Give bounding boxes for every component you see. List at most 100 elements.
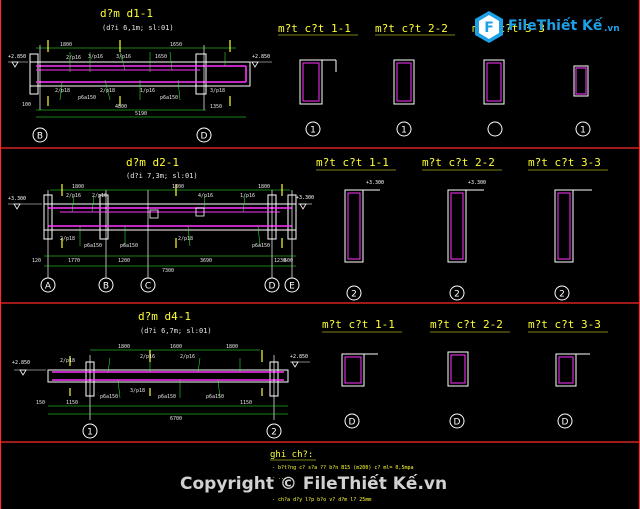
panel1-dim-label-6: 4800 bbox=[115, 104, 127, 110]
panel1-section-1-id: 1 bbox=[310, 126, 316, 136]
panel1-axis-b[interactable]: B bbox=[32, 127, 48, 143]
panel3-dim-label-6: 1150 bbox=[240, 400, 252, 406]
panel2-elevation-label-left: +3.300 bbox=[8, 196, 26, 202]
panel1-section-3-id: 1 bbox=[580, 126, 586, 136]
panel1-rebar-label-5: p6a150 bbox=[78, 95, 96, 101]
panel2-section-2-2[interactable]: m?t c?t 2-2 +3.300 2 bbox=[422, 156, 502, 301]
panel2-rebar-label-3: 4/p16 bbox=[198, 193, 213, 199]
panel2-elevation-label-right: +3.300 bbox=[296, 195, 314, 201]
panel1-rebar-label-7: 3/p18 bbox=[210, 88, 225, 94]
panel3-axis-1[interactable]: 1 bbox=[82, 423, 98, 439]
panel1-title: d?m d1-1 bbox=[100, 7, 153, 20]
panel1-dim-label-8: 100 bbox=[22, 102, 31, 108]
panel1-axis-d[interactable]: D bbox=[196, 127, 212, 143]
panel3-title: d?m d4-1 bbox=[138, 310, 191, 323]
panel2-rebar-label-8: p6a150 bbox=[120, 243, 138, 249]
panel1-section-2-id: 1 bbox=[401, 126, 407, 136]
panel3-axis-2[interactable]: 2 bbox=[266, 423, 282, 439]
panel1-section-2-2[interactable]: m?t c?t 2-2 1 bbox=[375, 22, 455, 137]
panel3-dim-label-5: 1150 bbox=[66, 400, 78, 406]
panel1-rebar-label-4: 1/p16 bbox=[140, 88, 155, 94]
panel2-section-1-id: 2 bbox=[351, 290, 357, 300]
panel3-rebar-label-2: 2/p16 bbox=[140, 354, 155, 360]
panel2-axis-e[interactable]: E bbox=[284, 277, 300, 293]
panel2-title: d?m d2-1 bbox=[126, 156, 179, 169]
panel1-dim-label-2: 1650 bbox=[170, 42, 182, 48]
panel1-dim-label-7: 5190 bbox=[135, 111, 147, 117]
panel3-section-2-2[interactable]: m?t c?t 2-2 D bbox=[430, 318, 510, 429]
panel2-dim-label-2: 1800 bbox=[172, 184, 184, 190]
panel2-axis-e-label: E bbox=[289, 282, 295, 292]
copyright-watermark: Copyright © FileThiết Kế.vn bbox=[180, 474, 480, 496]
panel3-rebar-label-5: p6a150 bbox=[100, 394, 118, 400]
panel3-dim-label-7: 150 bbox=[36, 400, 45, 406]
panel2-section-1-1[interactable]: m?t c?t 1-1 +3.300 2 bbox=[316, 156, 396, 301]
panel3-beam-outline bbox=[47, 369, 289, 383]
panel1-dim-label-5: 1650 bbox=[155, 54, 167, 60]
panel3-section-3-id: D bbox=[562, 418, 569, 428]
panel-2: d?m d2-1 (d?i 7,3m; sl:01) bbox=[8, 156, 608, 301]
panel3-section-3-3[interactable]: m?t c?t 3-3 D bbox=[528, 318, 608, 429]
svg-text:F: F bbox=[484, 20, 494, 36]
panel2-rebar-label-4: 2/p18 bbox=[60, 236, 75, 242]
panel2-axis-b-label: B bbox=[103, 282, 109, 292]
panel3-section-1-1[interactable]: m?t c?t 1-1 D bbox=[322, 318, 402, 429]
watermark-domain: .vn bbox=[604, 24, 620, 34]
panel2-dim-label-7: 1230 bbox=[274, 258, 286, 264]
panel-3: d?m d4-1 (d?i 6,7m; sl:01) bbox=[12, 310, 608, 439]
panel3-section-2-title: m?t c?t 2-2 bbox=[430, 318, 503, 331]
panel3-subtitle: (d?i 6,7m; sl:01) bbox=[140, 327, 212, 335]
copyright-text: Copyright © FileThiết Kế.vn bbox=[180, 474, 448, 494]
panel1-beam: 1800 1650 3/p16 3/p16 1650 4800 5190 100… bbox=[8, 40, 272, 118]
panel1-leaders bbox=[59, 51, 226, 101]
panel3-dim-label-2: 1600 bbox=[170, 344, 182, 350]
panel2-dim-label-9: 600 bbox=[284, 258, 293, 264]
panel2-dim-label-6: 3690 bbox=[200, 258, 212, 264]
panel1-dim-label-3: 3/p16 bbox=[88, 54, 103, 60]
panel2-dim-label-4: 1770 bbox=[68, 258, 80, 264]
panel3-section-1-id: D bbox=[349, 418, 356, 428]
panel3-beam: 1800 1600 1800 6700 1150 1150 150 2/p18 … bbox=[12, 344, 310, 422]
panel3-elevation-label-right: +2.850 bbox=[290, 354, 308, 360]
panel2-dim-label-5: 1200 bbox=[118, 258, 130, 264]
panel2-axis-d-label: D bbox=[269, 282, 276, 292]
panel2-elevation-left: +3.300 bbox=[8, 196, 42, 210]
panel2-section-2-title: m?t c?t 2-2 bbox=[422, 156, 495, 169]
panel1-elevation-left: +2.850 bbox=[8, 54, 28, 68]
panel1-subtitle: (d?i 6,1m; sl:01) bbox=[102, 24, 174, 32]
panel3-dim-label-4: 6700 bbox=[170, 416, 182, 422]
panel2-rebar-label-2: 2/p16 bbox=[92, 193, 107, 199]
panel2-section-3-3[interactable]: m?t c?t 3-3 2 bbox=[528, 156, 608, 301]
panel2-axis-b[interactable]: B bbox=[98, 277, 114, 293]
panel3-leaders bbox=[107, 357, 241, 399]
panel2-dim-label-3: 1800 bbox=[258, 184, 270, 190]
panel3-dim-label-3: 1800 bbox=[226, 344, 238, 350]
panel1-dim-label-4: 3/p16 bbox=[116, 54, 131, 60]
panel1-axis-b-label: B bbox=[37, 132, 43, 142]
panel2-axis-c-label: C bbox=[145, 282, 151, 292]
panel2-column-b bbox=[99, 194, 109, 240]
panel1-column-right bbox=[195, 53, 207, 95]
panel2-axis-c[interactable]: C bbox=[140, 277, 156, 293]
panel3-dim-label-1: 1800 bbox=[118, 344, 130, 350]
panel2-rebar-label-7: p6a150 bbox=[84, 243, 102, 249]
panel2-dim-label-1: 1800 bbox=[72, 184, 84, 190]
panel3-rebar-label-1: 2/p18 bbox=[60, 358, 75, 364]
notes-heading: ghi ch?: bbox=[270, 450, 313, 460]
panel2-rebar-label-6: 2/p18 bbox=[178, 236, 193, 242]
panel3-axis-2-label: 2 bbox=[271, 428, 277, 438]
watermark-logo: F FileThiết Kế .vn bbox=[472, 10, 636, 44]
panel3-section-marks bbox=[69, 350, 263, 396]
panel1-rebar-label-1: 2/p18 bbox=[55, 88, 70, 94]
panel1-section-1-1[interactable]: m?t c?t 1-1 1 bbox=[278, 22, 358, 137]
panel3-rebar-label-6: p6a150 bbox=[158, 394, 176, 400]
panel2-beam: 1800 1800 1800 1770 1200 3690 1230 7300 … bbox=[8, 184, 314, 278]
panel2-axis-a[interactable]: A bbox=[40, 277, 56, 293]
panel2-section-2-elevation: +3.300 bbox=[468, 180, 486, 186]
panel3-section-3-title: m?t c?t 3-3 bbox=[528, 318, 601, 331]
panel1-rebar-label-2: 2/p16 bbox=[66, 55, 81, 61]
panel2-axis-d[interactable]: D bbox=[264, 277, 280, 293]
panel1-dim-label-9: 1350 bbox=[210, 104, 222, 110]
